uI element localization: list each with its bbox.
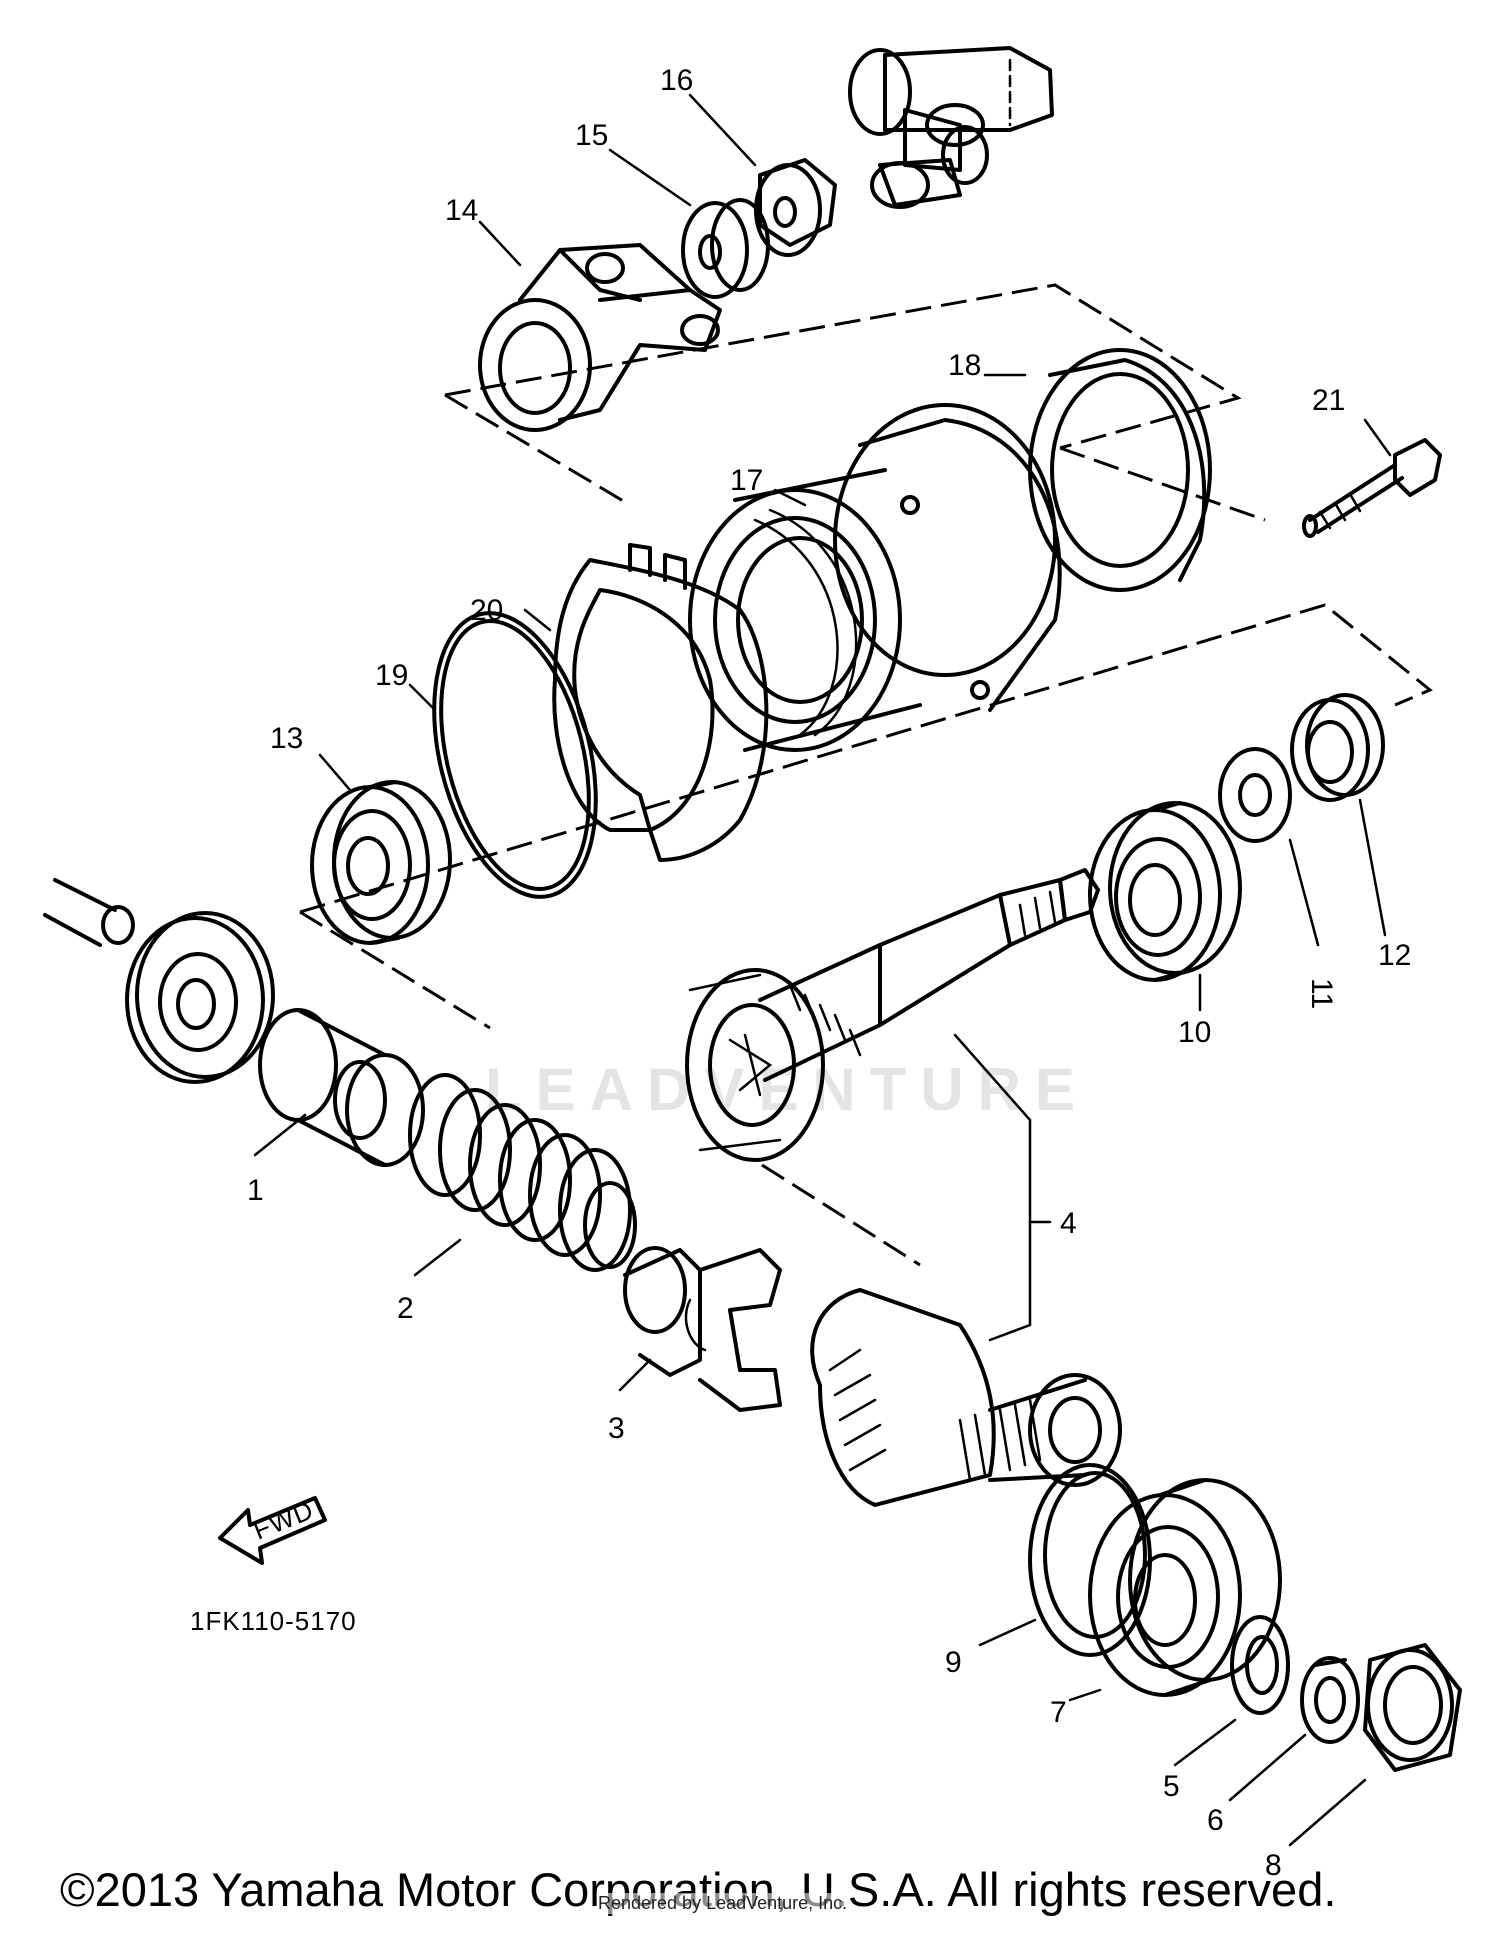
callout-1: 1 bbox=[247, 1174, 264, 1207]
leader-lines bbox=[253, 93, 1392, 1847]
callout-18: 18 bbox=[948, 349, 981, 382]
part-13-bearing bbox=[310, 780, 452, 945]
callout-17: 17 bbox=[730, 464, 763, 497]
callout-10: 10 bbox=[1178, 1016, 1211, 1049]
callout-16: 16 bbox=[660, 64, 693, 97]
universal-joint bbox=[848, 46, 1054, 209]
part-17-housing bbox=[688, 403, 1062, 752]
part-1-collar bbox=[258, 1008, 425, 1167]
fwd-arrow-icon: FWD bbox=[218, 1494, 327, 1565]
callout-8: 8 bbox=[1265, 1849, 1282, 1882]
part-6-lockwasher bbox=[1300, 1656, 1360, 1744]
part-14-yoke bbox=[478, 243, 722, 432]
diagram-code: 1FK110-5170 bbox=[190, 1606, 357, 1636]
assembly-outline-lower bbox=[299, 446, 1433, 1267]
part-3-cam bbox=[623, 1246, 782, 1412]
rendered-by-notice: Rendered by LeadVenture, Inc. bbox=[598, 1893, 848, 1914]
part-21-bolt bbox=[1302, 438, 1442, 538]
callout-15: 15 bbox=[575, 119, 608, 152]
callout-6: 6 bbox=[1207, 1804, 1224, 1837]
callout-19: 19 bbox=[375, 659, 408, 692]
watermark-text: LEADVENTURE bbox=[485, 1056, 1089, 1123]
callout-14: 14 bbox=[445, 194, 478, 227]
callout-9: 9 bbox=[945, 1646, 962, 1679]
callout-12: 12 bbox=[1378, 939, 1411, 972]
callout-13: 13 bbox=[270, 722, 303, 755]
stub-shaft bbox=[43, 878, 135, 947]
callout-3: 3 bbox=[608, 1412, 625, 1445]
part-8-nut bbox=[1363, 1643, 1462, 1772]
part-12-seal bbox=[1290, 693, 1385, 802]
callout-21: 21 bbox=[1312, 384, 1345, 417]
callout-4: 4 bbox=[1060, 1207, 1077, 1240]
part-11-washer bbox=[1218, 747, 1292, 843]
part-20-lockplate bbox=[552, 543, 769, 862]
callout-5: 5 bbox=[1163, 1770, 1180, 1803]
callout-2: 2 bbox=[397, 1292, 414, 1325]
part-2-spring bbox=[408, 1073, 637, 1272]
left-bearing bbox=[125, 911, 275, 1084]
callout-numbers: 1 2 3 4 5 6 7 8 9 10 11 12 13 14 15 16 1… bbox=[247, 64, 1411, 1882]
callout-20: 20 bbox=[470, 594, 503, 627]
callout-11: 11 bbox=[1305, 978, 1338, 1009]
part-10-bearing bbox=[1088, 801, 1242, 982]
part-4-pinion-gear bbox=[685, 868, 1100, 1162]
part-15-washer bbox=[681, 198, 770, 299]
part-5-washer bbox=[1230, 1615, 1290, 1715]
callout-7: 7 bbox=[1050, 1696, 1067, 1729]
part-7-bearing bbox=[1088, 1478, 1282, 1697]
assembly-outline-upper bbox=[444, 283, 1242, 507]
part-4-ring-gear bbox=[810, 1288, 1122, 1507]
part-19-oring bbox=[432, 611, 598, 899]
